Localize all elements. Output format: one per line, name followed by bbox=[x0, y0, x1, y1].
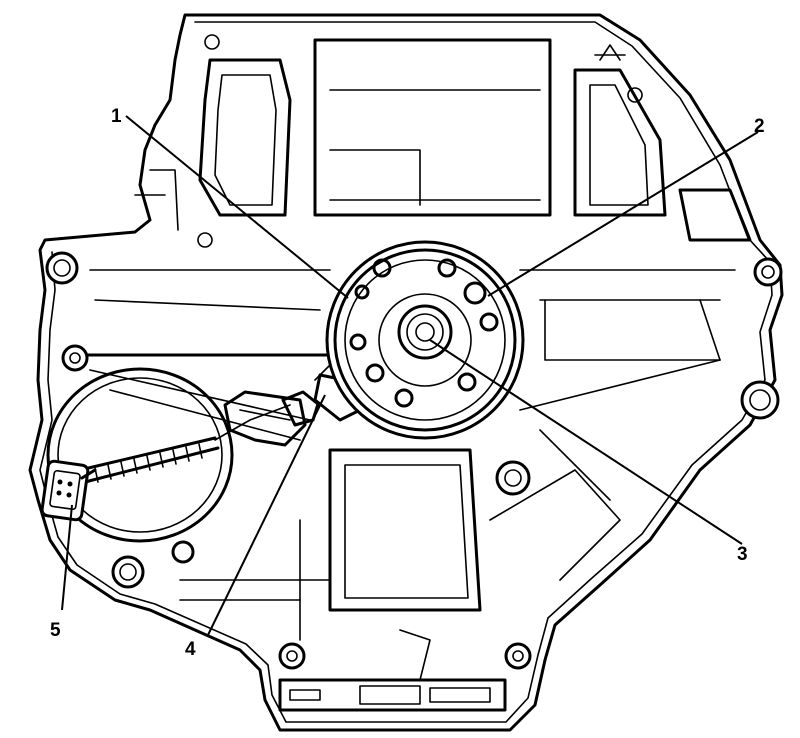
leader-4 bbox=[207, 394, 326, 636]
sensor-connector bbox=[40, 459, 97, 522]
leader-1 bbox=[125, 115, 349, 299]
left-opening bbox=[46, 367, 234, 543]
leader-3 bbox=[429, 339, 743, 545]
leader-5 bbox=[61, 504, 73, 611]
leader-lines bbox=[61, 115, 759, 636]
bolt-bosses bbox=[45, 251, 783, 670]
callout-1: 1 bbox=[111, 106, 122, 127]
lower-ribs bbox=[179, 429, 621, 712]
callout-5: 5 bbox=[50, 620, 61, 641]
callout-2: 2 bbox=[754, 116, 765, 137]
sensor-harness bbox=[78, 404, 291, 484]
engine-block-outline bbox=[28, 13, 784, 732]
upper-ribs bbox=[134, 34, 752, 248]
callout-labels: 1 2 3 4 5 bbox=[50, 106, 765, 660]
callout-4: 4 bbox=[185, 639, 196, 660]
callout-3: 3 bbox=[737, 544, 748, 565]
reluctor-ring bbox=[325, 240, 525, 440]
leader-2 bbox=[487, 131, 759, 297]
